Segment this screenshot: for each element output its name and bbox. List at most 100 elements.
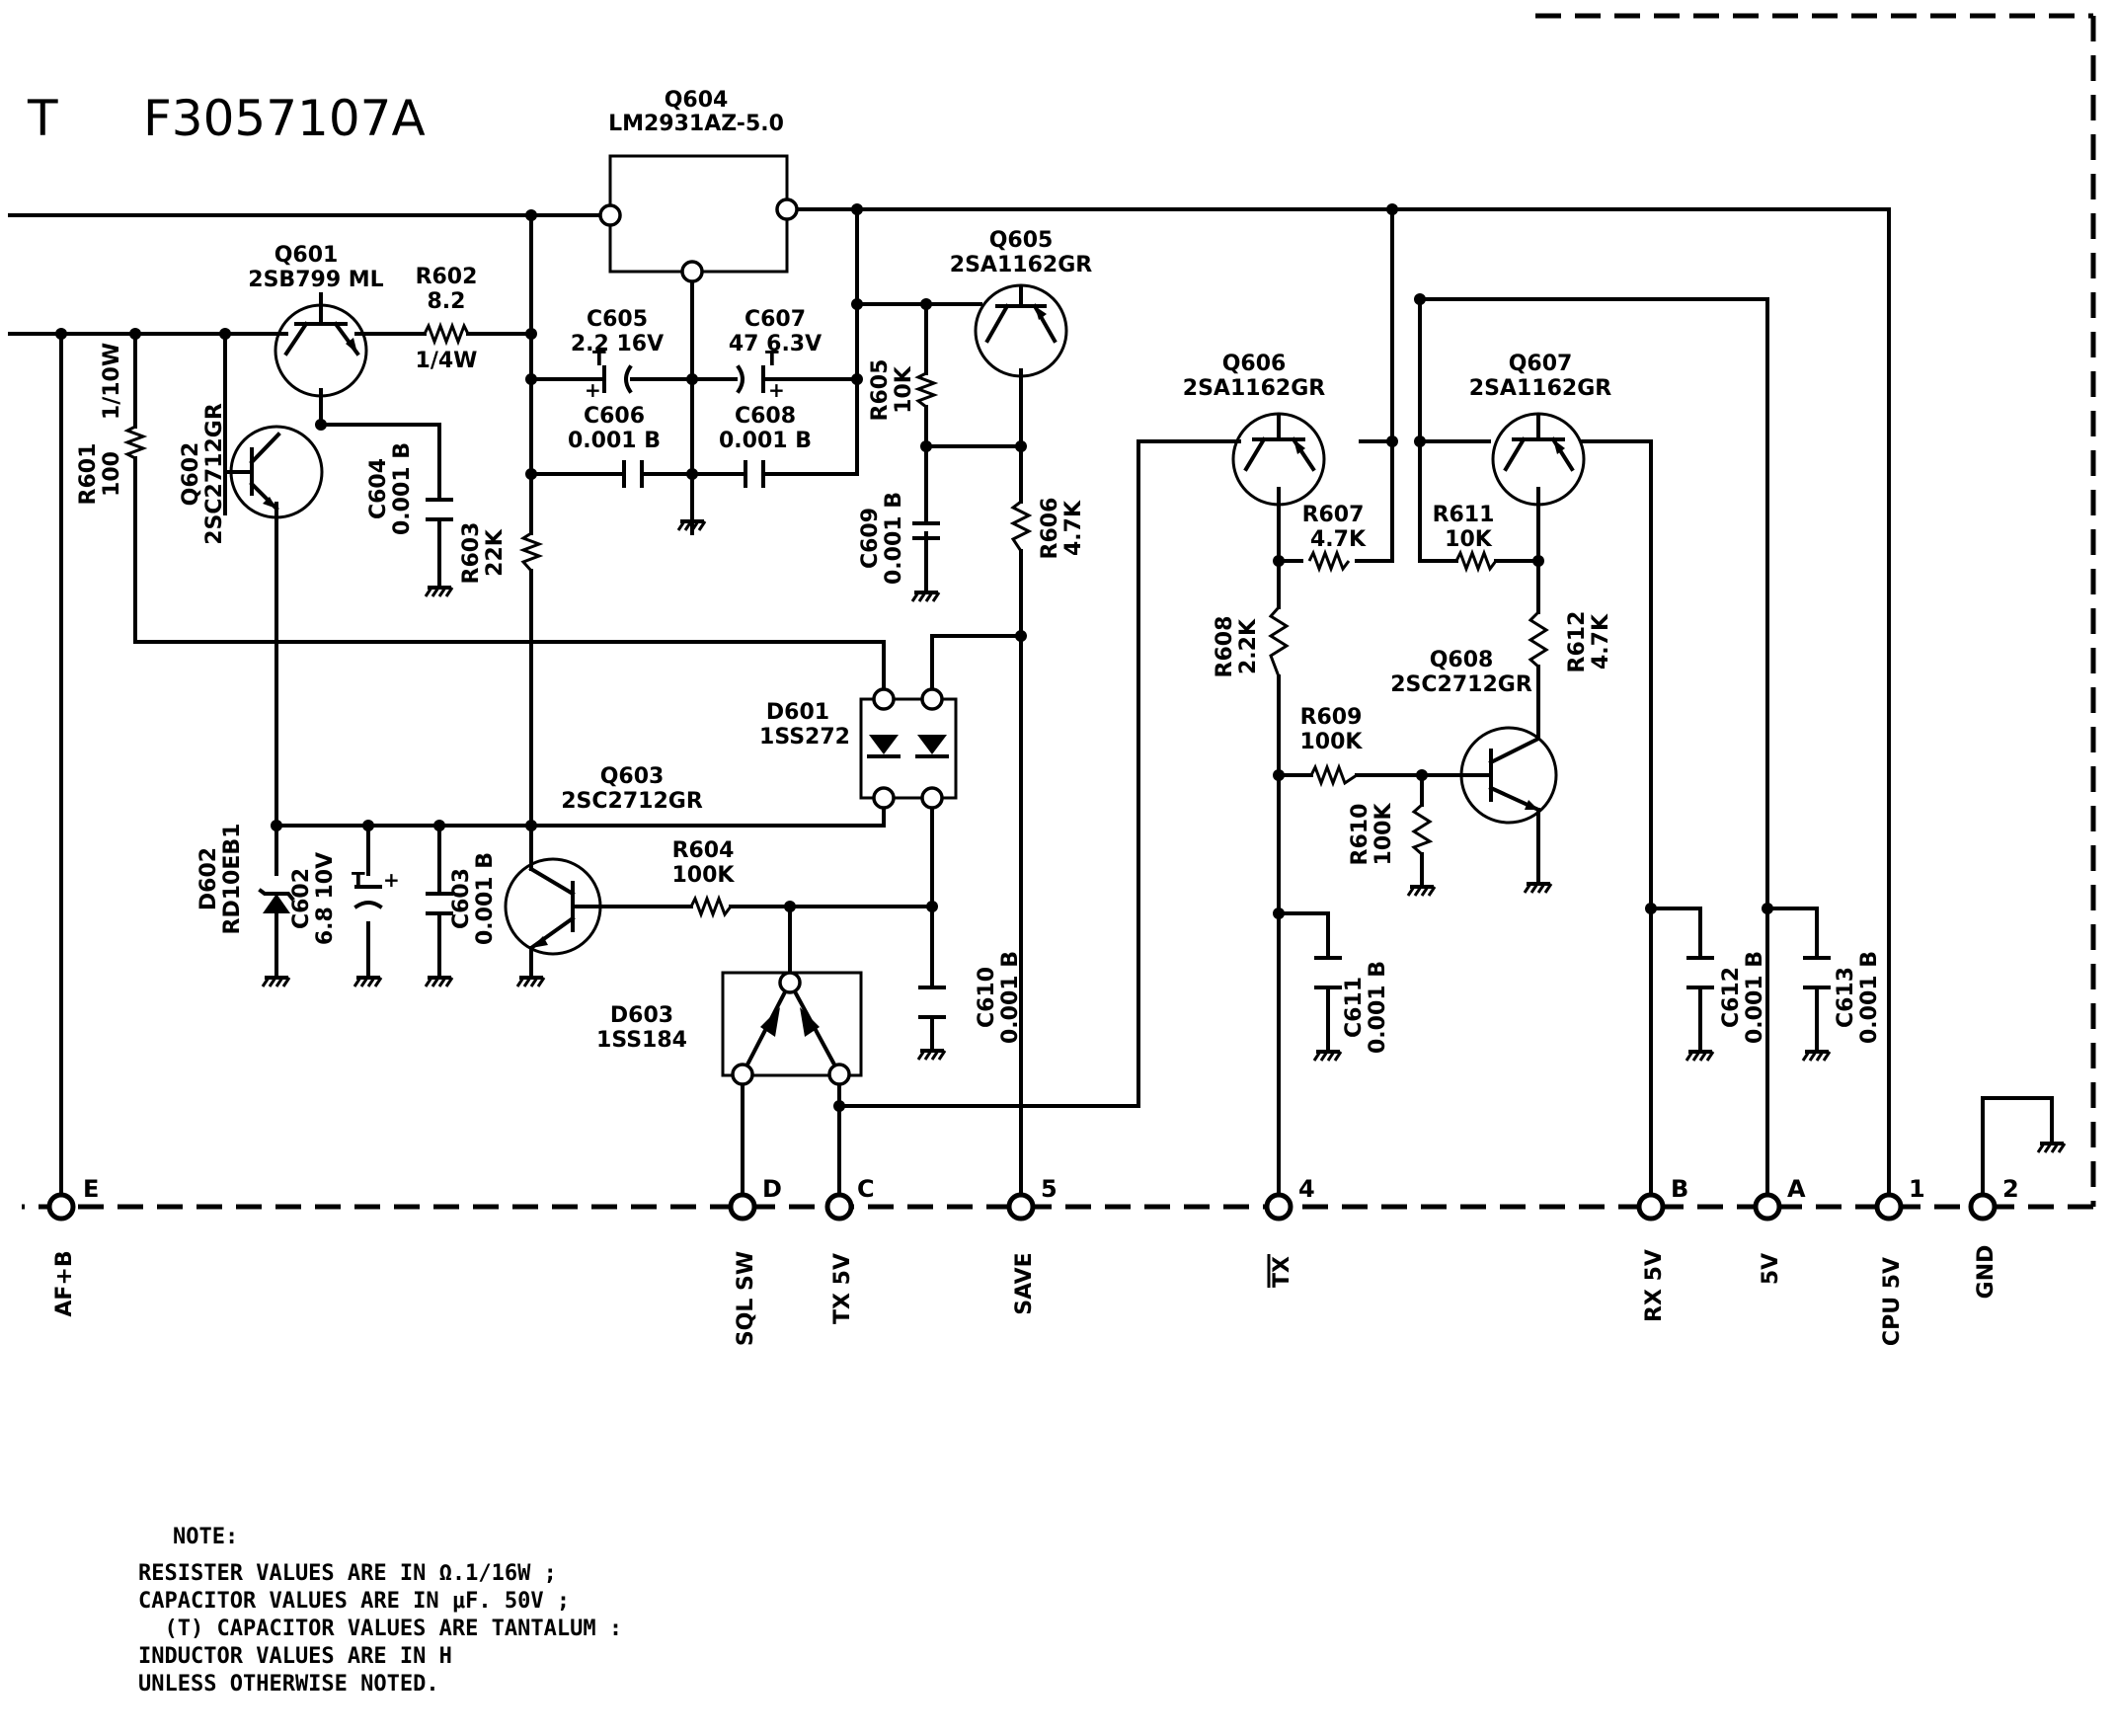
c613-value: 0.001 B (1857, 951, 1882, 1044)
edge-terminals: E AF+B D SQL SW C TX 5V 5 SAVE 4 TX B RX… (46, 1175, 2019, 1346)
r604-value: 100K (672, 863, 736, 888)
r605-ref: R605 (868, 359, 893, 422)
r610-ref: R610 (1348, 804, 1372, 866)
note-line-3: (T) CAPACITOR VALUES ARE TANTALUM : (138, 1617, 622, 1641)
c607-value: 47 6.3V (729, 332, 822, 356)
r605-resistor: R605 10K (868, 359, 939, 422)
r606-resistor: R606 4.7K (1009, 498, 1086, 559)
c609-ref: C609 (858, 508, 883, 569)
c613-ref: C613 (1834, 967, 1858, 1028)
terminal-2-signal: GND (1974, 1245, 1998, 1300)
r611-value: 10K (1445, 527, 1493, 552)
terminal-1-pin: 1 (1909, 1175, 1925, 1203)
r609-ref: R609 (1300, 705, 1363, 730)
r605-value: 10K (892, 365, 916, 414)
terminal-2-pin: 2 (2002, 1175, 2019, 1203)
r607-ref: R607 (1302, 503, 1365, 527)
r602-ref: R602 (416, 265, 478, 289)
terminal-4-signal: TX (1270, 1256, 1294, 1288)
q603-ref: Q603 (600, 764, 665, 789)
c609-value: 0.001 B (882, 492, 906, 585)
terminal-d: D SQL SW (728, 1175, 782, 1346)
c607-tantalum-mark: T (765, 347, 779, 370)
q607-part: 2SA1162GR (1469, 376, 1611, 401)
q607-ref: Q607 (1509, 352, 1573, 376)
q606-transistor: Q606 2SA1162GR (1183, 352, 1326, 507)
c605-value: 2.2 16V (571, 332, 664, 356)
q606-ref: Q606 (1222, 352, 1287, 376)
r607-resistor: R607 4.7K (1302, 503, 1367, 574)
q608-transistor: Q608 2SC2712GR (1390, 648, 1558, 825)
wiring (8, 207, 2054, 1209)
d602-zener: D602 RD10EB1 (196, 824, 295, 988)
c610-capacitor: C610 0.001 B (916, 951, 1023, 1062)
c602-capacitor: + T C602 6.8 10V (289, 852, 400, 945)
r611-resistor: R611 10K (1433, 503, 1498, 574)
r604-resistor: R604 100K (672, 838, 736, 919)
terminal-c: C TX 5V (824, 1175, 875, 1324)
d602-ref: D602 (196, 847, 221, 910)
c611-capacitor: C611 0.001 B (1312, 956, 1390, 1063)
r611-ref: R611 (1433, 503, 1495, 527)
terminal-b-pin: B (1671, 1175, 1688, 1203)
r601-rating: 1/10W (100, 343, 124, 420)
note-heading: NOTE: (173, 1525, 238, 1549)
c603-value: 0.001 B (473, 852, 498, 945)
terminal-5: 5 SAVE (1006, 1175, 1058, 1315)
c606-ref: C606 (584, 404, 645, 429)
terminal-b: B RX 5V (1636, 1175, 1688, 1322)
c602-value: 6.8 10V (313, 852, 338, 945)
r610-resistor: R610 100K (1348, 803, 1434, 866)
r612-value: 4.7K (1589, 613, 1613, 670)
q604-regulator: Q604 LM2931AZ-5.0 (598, 88, 799, 283)
terminal-5-signal: SAVE (1012, 1252, 1037, 1314)
terminal-a-pin: A (1787, 1175, 1806, 1203)
terminal-b-signal: RX 5V (1642, 1249, 1667, 1322)
terminal-4: 4 TX (1264, 1175, 1315, 1288)
title-prefix: T (27, 90, 58, 147)
q608-part: 2SC2712GR (1390, 672, 1532, 697)
q601-transistor: Q601 2SB799 ML (248, 243, 384, 398)
d601-ref: D601 (766, 700, 829, 725)
c611-ref: C611 (1342, 977, 1367, 1038)
c606-value: 0.001 B (568, 429, 661, 453)
q604-part: LM2931AZ-5.0 (608, 112, 784, 136)
note-line-2: CAPACITOR VALUES ARE IN μF. 50V ; (138, 1589, 570, 1614)
d602-part: RD10EB1 (220, 824, 245, 935)
c608-value: 0.001 B (719, 429, 812, 453)
r609-value: 100K (1300, 730, 1364, 754)
r602-value: 8.2 (428, 289, 466, 314)
r602-rating: 1/4W (416, 349, 478, 373)
r610-value: 100K (1371, 803, 1396, 866)
q608-ref: Q608 (1430, 648, 1494, 672)
c605-polarity-mark: + (585, 378, 601, 402)
r602-resistor: R602 8.2 1/4W (416, 265, 478, 373)
terminal-4-pin: 4 (1298, 1175, 1315, 1203)
terminal-2: 2 GND (1968, 1175, 2019, 1300)
c605-capacitor: T + C605 2.2 16V (571, 307, 664, 402)
c613-capacitor: C613 0.001 B (1801, 951, 1882, 1063)
r607-value: 4.7K (1310, 527, 1367, 552)
note-block: NOTE: RESISTER VALUES ARE IN Ω.1/16W ; C… (138, 1525, 622, 1697)
d603-diode-pair: D603 1SS184 (596, 971, 863, 1086)
d603-ref: D603 (610, 1003, 673, 1028)
c610-ref: C610 (975, 967, 999, 1028)
c603-capacitor: C603 0.001 B (426, 852, 498, 945)
q605-ref: Q605 (989, 228, 1054, 253)
terminal-d-pin: D (762, 1175, 782, 1203)
q605-part: 2SA1162GR (950, 253, 1092, 277)
c611-value: 0.001 B (1366, 961, 1390, 1054)
q604-ref: Q604 (665, 88, 729, 113)
terminal-e-signal: AF+B (52, 1250, 77, 1316)
r603-value: 22K (483, 528, 508, 577)
q601-ref: Q601 (274, 243, 339, 268)
d601-diode-pair: D601 1SS272 (759, 687, 958, 810)
r601-value: 100 (100, 451, 124, 497)
r604-ref: R604 (672, 838, 735, 863)
ground-symbols (353, 519, 2067, 1154)
c608-ref: C608 (735, 404, 796, 429)
terminal-5-pin: 5 (1041, 1175, 1058, 1203)
c608-capacitor: C608 0.001 B (719, 404, 812, 488)
c607-polarity-mark: + (768, 378, 785, 402)
